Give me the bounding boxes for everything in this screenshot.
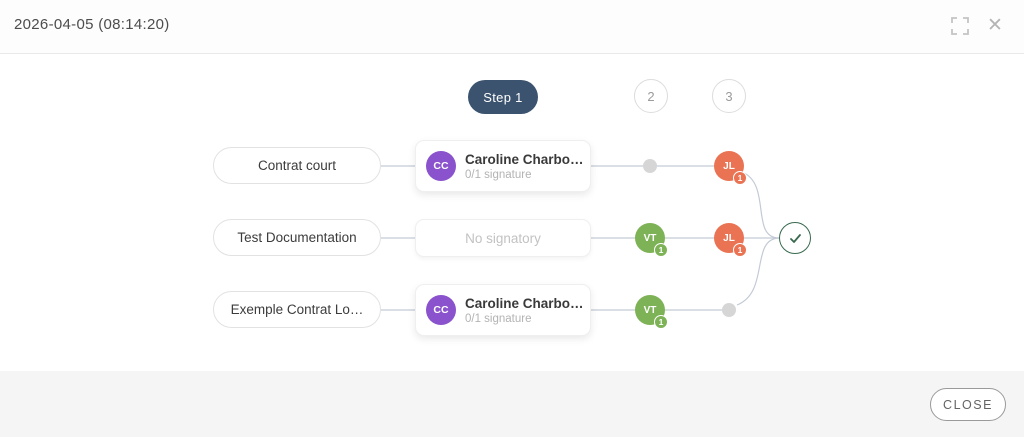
- no-signatory-label: No signatory: [465, 230, 541, 246]
- check-icon: [789, 233, 801, 243]
- signature-count-badge: 1: [733, 171, 747, 185]
- dialog-title: 2026-04-05 (08:14:20): [14, 16, 170, 33]
- close-button[interactable]: CLOSE: [930, 388, 1006, 421]
- step-3-indicator[interactable]: 3: [712, 79, 746, 113]
- signer-node-initials: VT: [643, 304, 657, 316]
- signer-node[interactable]: JL 1: [714, 223, 747, 257]
- signer-node-initials: JL: [723, 160, 735, 172]
- signer-node[interactable]: VT 1: [635, 295, 668, 329]
- signer-node[interactable]: JL 1: [714, 151, 747, 185]
- signer-node-initials: JL: [723, 232, 735, 244]
- pending-dot: [722, 303, 736, 317]
- signer-card-empty[interactable]: No signatory: [415, 219, 591, 257]
- pending-dot: [643, 159, 657, 173]
- signer-name: Caroline Charbo…: [465, 151, 584, 167]
- avatar: CC: [426, 295, 456, 325]
- step-1-indicator[interactable]: Step 1: [468, 80, 538, 114]
- signer-card[interactable]: CC Caroline Charbo… 0/1 signature: [415, 284, 591, 336]
- signature-count-badge: 1: [733, 243, 747, 257]
- signature-count-badge: 1: [654, 315, 668, 329]
- document-pill[interactable]: Exemple Contrat Lo…: [213, 291, 381, 328]
- document-pill[interactable]: Contrat court: [213, 147, 381, 184]
- signer-name: Caroline Charbo…: [465, 295, 584, 311]
- signature-status: 0/1 signature: [465, 168, 532, 181]
- signer-card[interactable]: CC Caroline Charbo… 0/1 signature: [415, 140, 591, 192]
- signer-node[interactable]: VT 1: [635, 223, 668, 257]
- document-pill[interactable]: Test Documentation: [213, 219, 381, 256]
- dialog-header: 2026-04-05 (08:14:20) ✕: [0, 0, 1024, 54]
- avatar: CC: [426, 151, 456, 181]
- fullscreen-icon[interactable]: [950, 16, 970, 36]
- signer-node-initials: VT: [643, 232, 657, 244]
- signature-status: 0/1 signature: [465, 312, 532, 325]
- workflow-complete-indicator: [779, 222, 811, 254]
- step-2-indicator[interactable]: 2: [634, 79, 668, 113]
- close-icon[interactable]: ✕: [987, 15, 1003, 36]
- signature-count-badge: 1: [654, 243, 668, 257]
- dialog-footer: CLOSE: [0, 371, 1024, 437]
